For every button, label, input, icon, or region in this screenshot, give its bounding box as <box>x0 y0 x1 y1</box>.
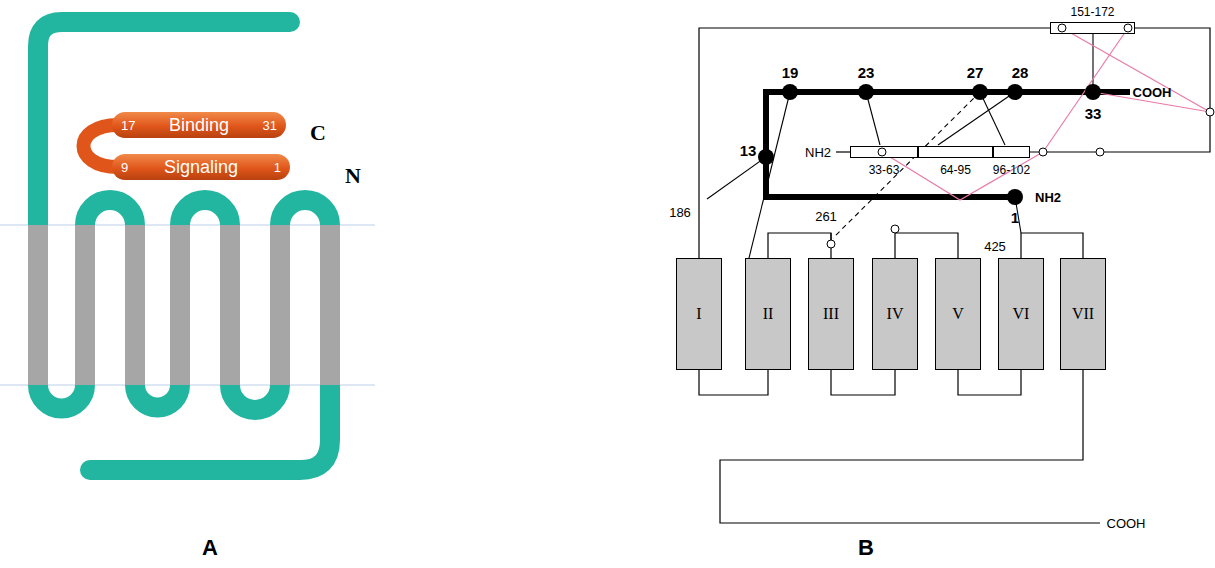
terminus-label: COOH <box>1107 516 1146 531</box>
segment-range: 96-102 <box>993 163 1030 177</box>
terminus-letter: C <box>310 120 326 146</box>
position-number: 261 <box>815 209 837 224</box>
helix-label: 1 <box>274 160 281 175</box>
receptor-loop <box>895 233 958 258</box>
transmembrane-box: IV <box>872 258 918 370</box>
helix-label: Signaling <box>164 157 238 178</box>
helix-numeral: VI <box>1013 305 1030 323</box>
panel-letter: B <box>858 535 874 561</box>
helix-numeral: V <box>952 305 964 323</box>
binding-helix: 17 Binding 31 <box>112 112 286 138</box>
transmembrane-helices <box>28 225 340 385</box>
residue-number: 28 <box>1012 64 1029 81</box>
helix-numeral: II <box>763 305 774 323</box>
helix-label: Binding <box>169 115 229 136</box>
helix-label: 9 <box>121 160 128 175</box>
helix-numeral: IV <box>887 305 904 323</box>
segment-range: 151-172 <box>1070 5 1114 19</box>
segment-box: 151-172 <box>1050 22 1135 34</box>
n-terminal-stub <box>836 151 850 152</box>
hollow-site <box>827 24 1214 248</box>
transmembrane-box: II <box>745 258 791 370</box>
terminus-label: NH2 <box>805 145 831 160</box>
receptor-loop <box>768 233 831 258</box>
receptor-loop <box>699 28 1050 258</box>
terminus-label: COOH <box>1133 85 1172 100</box>
transmembrane-box: I <box>676 258 722 370</box>
residue-number: 1 <box>1011 209 1019 226</box>
receptor-loop <box>699 370 768 395</box>
terminus-letter: N <box>345 163 361 189</box>
transmembrane-box: VI <box>998 258 1044 370</box>
segment-box: 64-95 <box>918 146 993 158</box>
c-terminal-tail <box>720 370 1100 523</box>
transmembrane-box: III <box>808 258 854 370</box>
terminus-label: NH2 <box>1035 190 1061 205</box>
segment-box: 96-102 <box>993 146 1030 158</box>
residue-number: 23 <box>858 64 875 81</box>
signaling-helix: 9 Signaling 1 <box>112 154 290 180</box>
contact-lines <box>707 34 1093 258</box>
receptor-loop <box>1021 233 1083 258</box>
residue-dots <box>758 84 1101 205</box>
segment-box: 33-63 <box>850 146 918 158</box>
residue-number: 33 <box>1085 105 1102 122</box>
helix-label: 17 <box>121 118 135 133</box>
receptor-loop <box>831 370 895 395</box>
residue-number: 27 <box>967 64 984 81</box>
receptor-loop <box>958 370 1021 395</box>
position-number: 425 <box>984 239 1006 254</box>
peptide-backbone <box>766 92 1130 197</box>
helix-label: 31 <box>263 118 277 133</box>
helix-numeral: I <box>696 305 701 323</box>
transmembrane-box: VII <box>1060 258 1106 370</box>
helix-numeral: III <box>823 305 839 323</box>
residue-number: 13 <box>740 142 757 159</box>
helix-numeral: VII <box>1072 305 1094 323</box>
panel-letter: A <box>202 535 218 561</box>
receptor-chain <box>38 22 330 470</box>
position-number: 186 <box>669 205 691 220</box>
dashed-contact <box>833 92 980 238</box>
segment-range: 64-95 <box>940 163 971 177</box>
segment-range: 33-63 <box>869 163 900 177</box>
transmembrane-box: V <box>935 258 981 370</box>
residue-number: 19 <box>782 64 799 81</box>
pink-contacts <box>882 28 1210 200</box>
receptor-loop <box>1030 28 1210 152</box>
